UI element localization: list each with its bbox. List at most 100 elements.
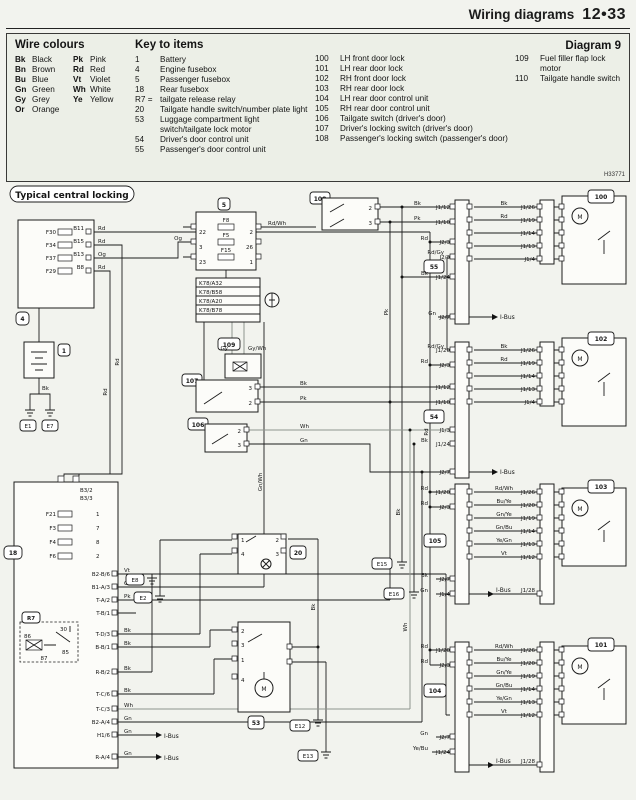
pin-label: B3/3 (80, 496, 93, 502)
component-tag: 108 (314, 196, 327, 203)
ground-tag-e12: E12 (289, 719, 311, 732)
ground-tag-e7: E7 (41, 419, 59, 432)
pin-label: T-A/2 (95, 598, 110, 604)
wire-label: Bk (124, 641, 132, 647)
colour-name: White (90, 85, 111, 95)
item-number: 20 (135, 105, 145, 115)
pin-label: B2-B/6 (92, 572, 111, 578)
pin-label: 30 (60, 627, 67, 633)
pin-label: J1/24 (435, 275, 450, 281)
pin-label: J1/13 (520, 244, 535, 250)
pin-label: J1/20 (520, 661, 535, 667)
wire-label: Bk (42, 386, 50, 392)
pin-label: 2 (238, 429, 242, 435)
wire-label: Vt (501, 709, 508, 715)
connector-label: K78/B58 (199, 290, 223, 296)
wire-label: Gn/Bu (496, 683, 513, 689)
battery: 1 Bk (23, 341, 71, 392)
pin-label: 2 (241, 629, 245, 635)
wire-label: Rd (421, 644, 428, 650)
page-title: Wiring diagrams (468, 7, 575, 22)
ibus-label: I-Bus (164, 755, 179, 762)
colour-abbr: Gn (15, 85, 27, 95)
item-number: 104 (315, 94, 329, 103)
pin-label: J1/10 (435, 220, 450, 226)
wire-label: Bk (124, 666, 132, 672)
pin-label: J2/3 (439, 363, 451, 369)
wire-label: Rd/Gy (427, 344, 444, 350)
wire-label: Gn (124, 751, 132, 757)
pin-label: J1/13 (520, 700, 535, 706)
wire-label: Wh (300, 424, 309, 430)
wire-label: Bk (501, 344, 509, 350)
pin-label: R-B/2 (95, 670, 110, 676)
pin-label: H1/6 (97, 733, 110, 739)
wire-label: Gn (420, 588, 428, 594)
pin-label: J1/4 (439, 592, 451, 598)
pin-label: J2/3 (439, 505, 451, 511)
pin-label: 3 (276, 552, 280, 558)
fuse-label: F5 (223, 233, 230, 239)
item-number: 18 (135, 85, 145, 95)
fuse-label: F29 (46, 269, 57, 275)
colour-name: Green (32, 85, 55, 95)
fuse-label: F15 (221, 248, 232, 254)
motor-label: M (577, 506, 582, 513)
pin-label: 2 (369, 206, 373, 212)
wire-label: Gn/Wh (258, 472, 264, 491)
pin-label: J2/3 (439, 663, 451, 669)
pin-label: J1/14 (520, 374, 535, 380)
pin-label: B1-A/3 (92, 585, 111, 591)
component-tag: 53 (252, 720, 260, 727)
pin-label: T-C/6 (95, 692, 111, 698)
item-label: RH rear door control unit (340, 104, 430, 113)
pin-label: J1/28 (520, 759, 535, 765)
colour-abbr: Bn (15, 65, 26, 75)
item-number: 1 (135, 55, 140, 65)
item-label: LH rear door control unit (340, 94, 429, 103)
wire-label: Pk (124, 594, 131, 600)
wire-label: Rd/Wh (495, 486, 514, 492)
colour-name: Pink (90, 55, 106, 65)
wire-colours-title: Wire colours (15, 39, 85, 51)
component-tag: 102 (595, 336, 608, 343)
pin-label: J1/19 (520, 361, 535, 367)
diagram-title-label: Typical central locking (15, 191, 129, 201)
wire-label: Rd (98, 265, 105, 271)
ibus-label: I-Bus (496, 758, 511, 765)
ground-label: E7 (47, 424, 54, 430)
ground-symbol (24, 405, 36, 417)
pin-label: J1/20 (435, 490, 450, 496)
tailgate-switch: 106 2 3 (187, 417, 248, 453)
wire-label: Bu/Ye (496, 499, 512, 505)
pin-label: 87 (41, 656, 48, 662)
item-label: Tailgate switch (driver's door) (340, 114, 446, 123)
pin-label: B13 (73, 252, 84, 258)
wire-label: Ye/Gn (495, 696, 512, 702)
pin-label: J1/19 (520, 674, 535, 680)
item-number: 101 (315, 64, 329, 73)
pin-label: J2/3 (439, 255, 451, 261)
component-tag: 55 (430, 264, 438, 271)
pin-label: 3 (241, 643, 245, 649)
ibus-label: I-Bus (500, 314, 515, 321)
pin-label: 8 (96, 540, 100, 546)
key-items-title: Key to items (135, 39, 204, 51)
component-tag: R7 (27, 616, 35, 622)
ground-label: E1 (25, 424, 32, 430)
item-label: RH front door lock (340, 74, 406, 83)
pin-label: 3 (249, 386, 253, 392)
wire-label: Rd (98, 239, 105, 245)
wire-label: Rd (421, 359, 428, 365)
